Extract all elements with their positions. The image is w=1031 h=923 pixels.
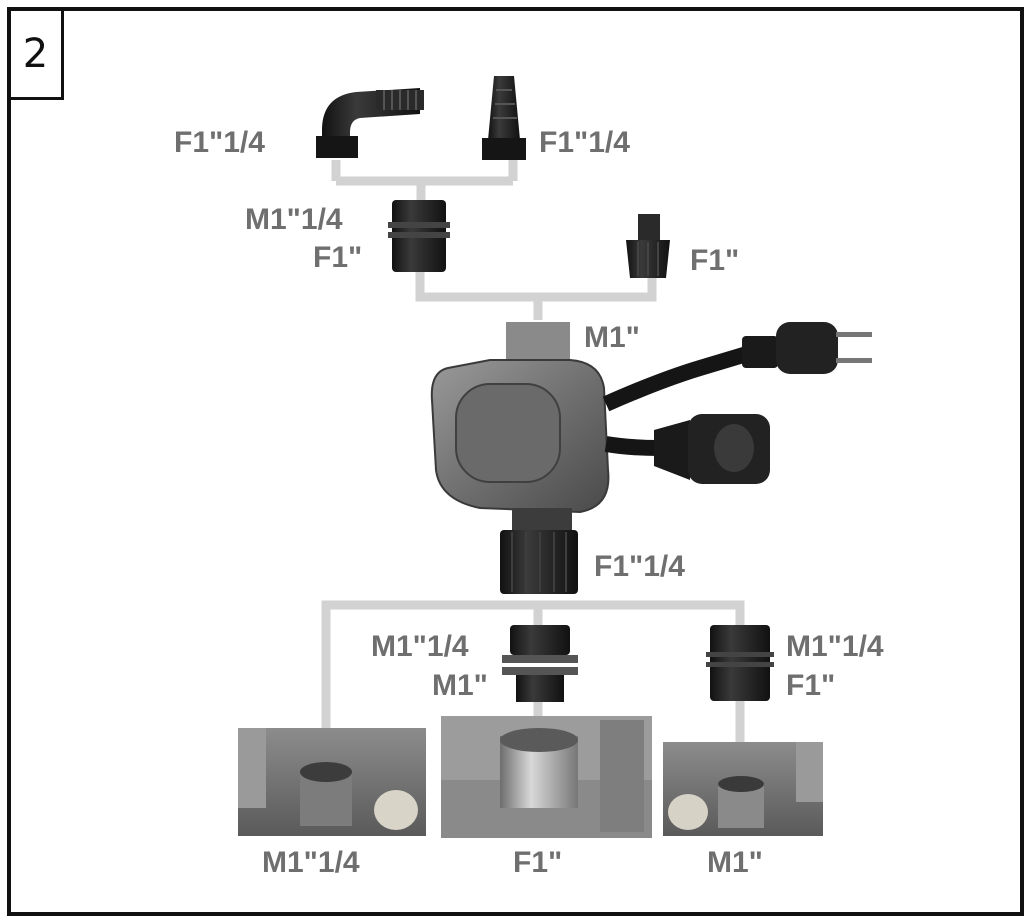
pump-center-port-label: F1" [513,846,563,879]
pump-right-port-label: M1" [707,846,763,879]
pump-left-port-label: M1"1/4 [262,846,360,879]
right-reducer-label-line1: M1"1/4 [786,630,884,663]
pressure-controller [430,322,610,594]
elbow-fitting [316,88,424,158]
diagram-frame [7,7,1024,916]
middle-reducer-fitting [502,625,578,702]
top-connector-line [331,160,518,200]
middle-reducer-label-line1: M1"1/4 [371,630,469,663]
hose-tail-thread-label: F1"1/4 [539,126,630,159]
power-plug [602,322,872,412]
top-reducer-fitting [388,200,450,272]
hose-tail-fitting [482,76,526,160]
middle-reducer-label-line2: M1" [432,669,488,702]
step-number-box: 2 [10,10,64,100]
pump-center-photo [441,716,652,838]
quick-connector-fitting [626,214,670,278]
pump-right-photo [663,742,823,836]
controller-inlet-label: M1" [584,321,640,354]
top-reducer-label-line2: F1" [313,241,363,274]
power-socket [604,414,770,484]
quick-connector-thread-label: F1" [690,244,740,277]
step-number: 2 [22,30,49,77]
controller-outlet-label: F1"1/4 [594,550,685,583]
right-reducer-fitting [706,625,774,701]
pump-left-photo [238,728,426,836]
elbow-thread-label: F1"1/4 [174,126,265,159]
right-reducer-label-line2: F1" [786,669,836,702]
lower-connector-line [321,600,745,757]
upper-connector-line [415,272,657,320]
top-reducer-label-line1: M1"1/4 [245,203,343,236]
